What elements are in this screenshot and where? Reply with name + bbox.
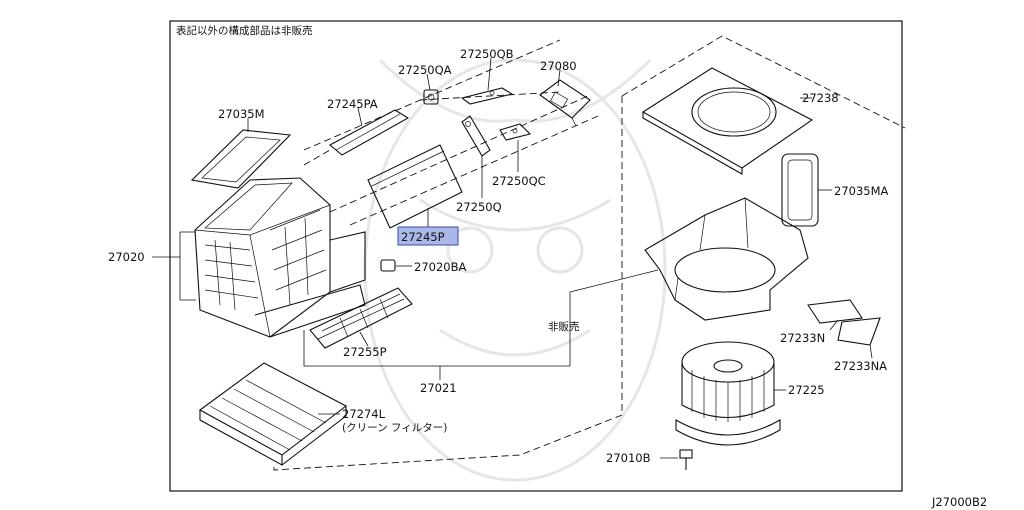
- rod-27250Q: [461, 115, 491, 157]
- label-27233NA[interactable]: 27233NA: [834, 359, 887, 373]
- clean-filter-27274L: [198, 362, 348, 466]
- label-27250QA[interactable]: 27250QA: [398, 63, 452, 77]
- blower-housing: [644, 197, 809, 321]
- watermark-emblem: [363, 58, 667, 482]
- label-27035M[interactable]: 27035M: [218, 107, 265, 121]
- label-27274L-description: (クリーン フィルター): [342, 422, 447, 434]
- label-27255P[interactable]: 27255P: [343, 345, 387, 359]
- gasket-27035MA: [781, 153, 819, 227]
- screw-27010B: [679, 449, 693, 470]
- label-27245P[interactable]: 27245P: [401, 230, 445, 244]
- header-note: 表記以外の構成部品は非販売: [176, 24, 313, 37]
- clip-27250QA: [423, 89, 439, 105]
- label-27021[interactable]: 27021: [420, 381, 457, 395]
- grille-27255P: [309, 287, 413, 349]
- label-27238[interactable]: 27238: [802, 91, 839, 105]
- label-27245PA[interactable]: 27245PA: [327, 97, 378, 111]
- label-27250Q[interactable]: 27250Q: [456, 200, 502, 214]
- label-27020[interactable]: 27020: [108, 250, 145, 264]
- unit-case-27020: [194, 177, 366, 338]
- label-27035MA[interactable]: 27035MA: [834, 184, 889, 198]
- filter-27245PA: [329, 109, 410, 156]
- actuator-27080: [539, 79, 591, 127]
- label-27233N[interactable]: 27233N: [780, 331, 825, 345]
- gasket-27035M: [190, 129, 292, 189]
- diagram-code: J27000B2: [931, 495, 987, 509]
- label-27010B[interactable]: 27010B: [606, 451, 651, 465]
- highlight-box-27245P: [397, 226, 459, 246]
- label-27250QB[interactable]: 27250QB: [460, 47, 514, 61]
- link-27250QC: [499, 123, 532, 141]
- label-27020BA[interactable]: 27020BA: [414, 260, 466, 274]
- bracket-27250QB: [460, 87, 514, 105]
- filter-27245P: [367, 144, 463, 229]
- label-not-sold: 非販売: [548, 320, 580, 333]
- blower-motor-27225: [675, 341, 781, 446]
- diagram-frame: [169, 20, 903, 492]
- label-27250QC[interactable]: 27250QC: [492, 174, 546, 188]
- label-27225[interactable]: 27225: [788, 383, 825, 397]
- grommet-27020BA: [380, 259, 396, 272]
- label-27080[interactable]: 27080: [540, 59, 577, 73]
- plate-27238: [641, 67, 814, 175]
- label-27274L[interactable]: 27274L: [342, 407, 386, 421]
- leader-lines: [152, 57, 873, 459]
- duct-27233N: [807, 299, 863, 324]
- duct-27233NA: [837, 317, 881, 346]
